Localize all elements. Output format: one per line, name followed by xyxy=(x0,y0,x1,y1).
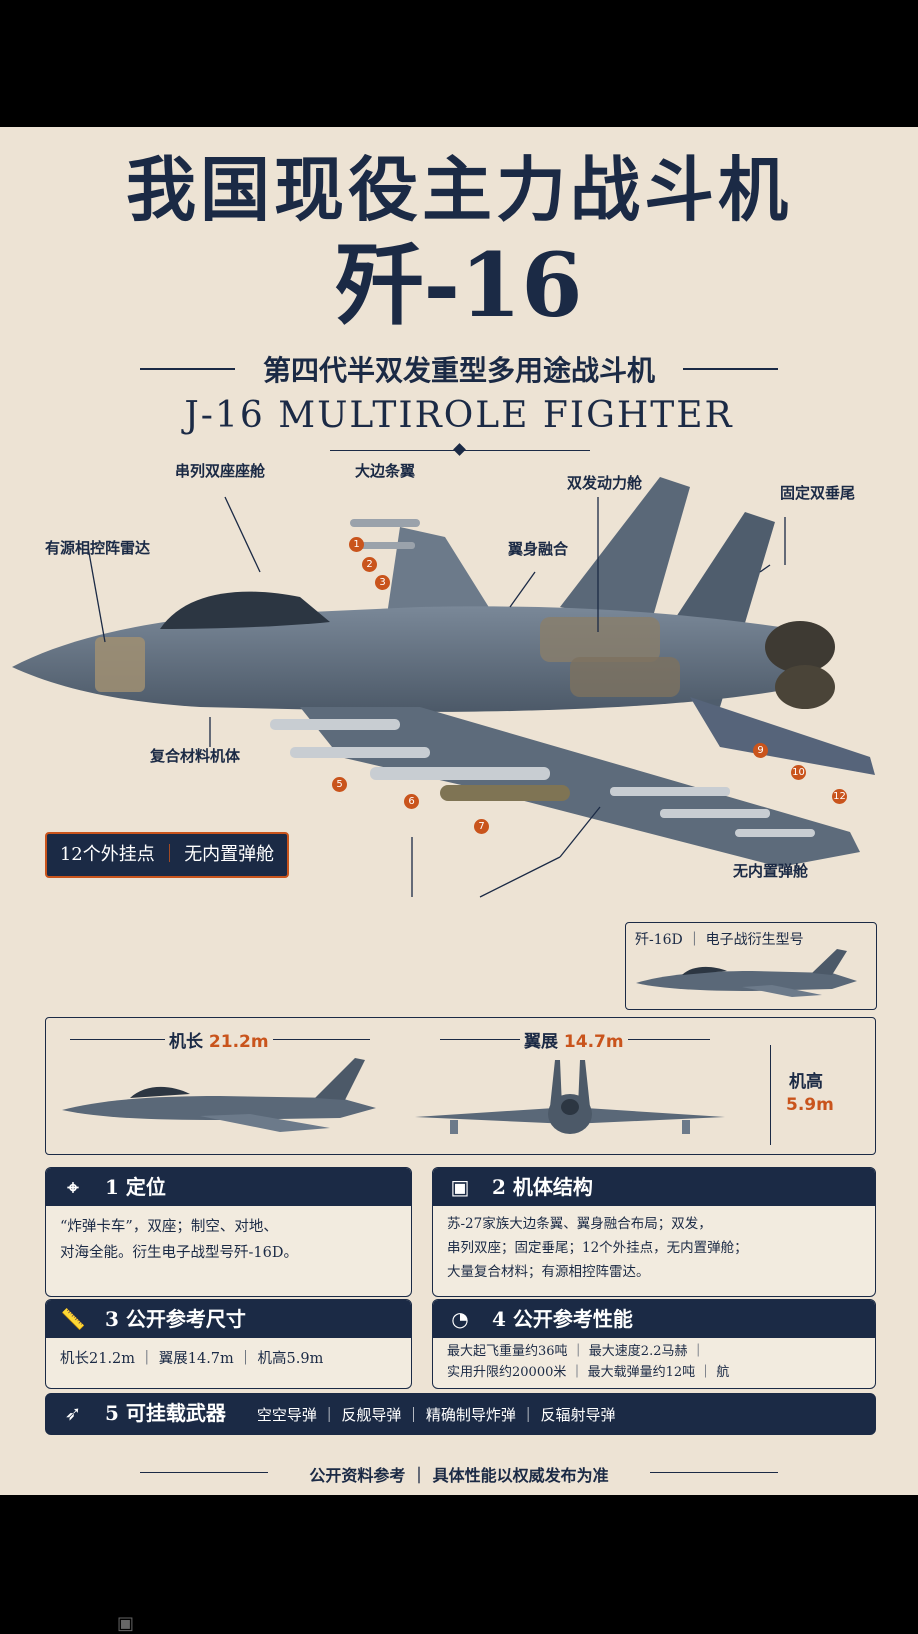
front-view-silhouette xyxy=(415,1060,725,1134)
length-label: 机长 xyxy=(169,1032,203,1052)
panel-title: 机体结构 xyxy=(512,1175,593,1199)
vertical-tail xyxy=(560,477,690,627)
panel-title: 可挂载武器 xyxy=(125,1401,226,1425)
panel-line: 实用升限约20000米 ｜ 最大载弹量约12吨 ｜ 航 xyxy=(447,1365,730,1380)
span-label: 翼展 xyxy=(524,1032,558,1052)
hardpoints-badge: 12个外挂点 ｜ 无内置弹舱 xyxy=(45,832,289,878)
panel-header: ▣ 2 机体结构 xyxy=(433,1168,875,1206)
divider xyxy=(140,368,235,370)
divider xyxy=(650,1472,778,1473)
panel-airframe: ▣ 2 机体结构 苏-27家族大边条翼、翼身融合布局；双发， 串列双座；固定垂尾… xyxy=(432,1167,876,1297)
hardpoint-number: 2 xyxy=(362,557,377,572)
height-label: 机高 xyxy=(785,1067,827,1092)
aircraft-name: 歼-16 xyxy=(335,233,583,337)
image-icon: ▣ xyxy=(117,1613,135,1634)
variant-box xyxy=(625,922,877,1010)
divider xyxy=(683,368,778,370)
height-value: 5.9m xyxy=(782,1095,838,1115)
length-value: 21.2m xyxy=(208,1032,269,1052)
panel-performance: ◔ 4 公开参考性能 最大起飞重量约36吨 ｜ 最大速度2.2马赫 ｜ 实用升限… xyxy=(432,1299,876,1389)
panel-number: 1 xyxy=(104,1175,119,1199)
length-dimension: 机长 21.2m xyxy=(165,1027,273,1052)
panel-line: 对海全能。衍生电子战型号歼-16D。 xyxy=(60,1245,298,1261)
callout-blended-body: 翼身融合 xyxy=(508,540,569,558)
j16-illustration xyxy=(12,477,875,898)
side-view-silhouette xyxy=(62,1058,376,1132)
weapons-list: 空空导弹 ｜ 反舰导弹 ｜ 精确制导炸弹 ｜ 反辐射导弹 xyxy=(256,1406,616,1424)
missile-icon: ➶ xyxy=(64,1401,82,1425)
badge-hardpoints: 12个外挂点 xyxy=(59,844,155,865)
callout-tandem-cockpit: 串列双座座舱 xyxy=(175,462,266,480)
callout-strake: 大边条翼 xyxy=(355,462,416,480)
hardpoint-number: 5 xyxy=(332,777,347,792)
height-dimension-line xyxy=(770,1045,771,1145)
panel-header: ➶ 5 可挂载武器 空空导弹 ｜ 反舰导弹 ｜ 精确制导炸弹 ｜ 反辐射导弹 xyxy=(46,1394,875,1432)
panel-number: 5 xyxy=(104,1401,119,1425)
panel-line: 最大起飞重量约36吨 ｜ 最大速度2.2马赫 ｜ xyxy=(447,1344,705,1359)
hardpoint-number: 1 xyxy=(349,537,364,552)
panel-line: 苏-27家族大边条翼、翼身融合布局；双发， xyxy=(447,1216,712,1232)
hardpoint-number: 3 xyxy=(375,575,390,590)
hardpoint-number: 12 xyxy=(832,789,847,804)
main-title: 我国现役主力战斗机 xyxy=(126,148,792,231)
callout-twin-engine: 双发动力舱 xyxy=(567,474,643,492)
span-value: 14.7m xyxy=(563,1032,624,1052)
panel-weapons: ➶ 5 可挂载武器 空空导弹 ｜ 反舰导弹 ｜ 精确制导炸弹 ｜ 反辐射导弹 xyxy=(45,1393,876,1435)
gauge-icon: ◔ xyxy=(451,1307,469,1331)
panel-line: 机长21.2m ｜ 翼展14.7m ｜ 机高5.9m xyxy=(60,1351,324,1367)
dimensions-box xyxy=(45,1017,876,1155)
panel-text: “炸弹卡车”，双座；制空、对地、 对海全能。衍生电子战型号歼-16D。 xyxy=(46,1206,411,1274)
panel-number: 4 xyxy=(491,1307,506,1331)
panel-text: 机长21.2m ｜ 翼展14.7m ｜ 机高5.9m xyxy=(46,1338,411,1380)
airframe-icon: ▣ xyxy=(450,1175,470,1199)
callout-no-internal-bay: 无内置弹舱 xyxy=(733,862,809,880)
callout-twin-tail: 固定双垂尾 xyxy=(780,484,856,502)
footer-note: 公开资料参考 ｜ 具体性能以权威发布为准 xyxy=(309,1466,609,1485)
panel-number: 2 xyxy=(491,1175,506,1199)
span-dimension: 翼展 14.7m xyxy=(520,1027,628,1052)
callout-aesa-radar: 有源相控阵雷达 xyxy=(45,539,151,557)
panel-text: 苏-27家族大边条翼、翼身融合布局；双发， 串列双座；固定垂尾；12个外挂点，无… xyxy=(433,1206,875,1292)
hardpoint-number: 7 xyxy=(474,819,489,834)
panel-positioning: ⌖ 1 定位 “炸弹卡车”，双座；制空、对地、 对海全能。衍生电子战型号歼-16… xyxy=(45,1167,412,1297)
panel-title: 定位 xyxy=(125,1175,166,1199)
callout-composite: 复合材料机体 xyxy=(150,747,241,765)
j16d-silhouette xyxy=(636,949,857,997)
hardpoint-number: 6 xyxy=(404,794,419,809)
panel-text: 最大起飞重量约36吨 ｜ 最大速度2.2马赫 ｜ 实用升限约20000米 ｜ 最… xyxy=(433,1338,875,1388)
panel-title: 公开参考性能 xyxy=(512,1307,633,1331)
ruler-icon: 📏 xyxy=(60,1307,86,1331)
panel-dimensions: 📏 3 公开参考尺寸 机长21.2m ｜ 翼展14.7m ｜ 机高5.9m xyxy=(45,1299,412,1389)
hardpoint-number: 10 xyxy=(791,765,806,780)
panel-title: 公开参考尺寸 xyxy=(125,1307,246,1331)
panel-header: ⌖ 1 定位 xyxy=(46,1168,411,1206)
badge-no-bay: 无内置弹舱 xyxy=(184,844,275,865)
hardpoint-number: 9 xyxy=(753,743,768,758)
crosshair-icon: ⌖ xyxy=(67,1175,79,1199)
diamond-ornament-icon xyxy=(453,443,466,456)
panel-line: 大量复合材料；有源相控阵雷达。 xyxy=(447,1264,650,1280)
panel-header: ◔ 4 公开参考性能 xyxy=(433,1300,875,1338)
panel-line: 串列双座；固定垂尾；12个外挂点，无内置弹舱； xyxy=(447,1240,748,1256)
variant-label: 歼-16D ｜ 电子战衍生型号 xyxy=(635,932,804,948)
poster: 我国现役主力战斗机 歼-16 第四代半双发重型多用途战斗机 J-16 MULTI… xyxy=(0,127,918,1495)
divider xyxy=(140,1472,268,1473)
panel-line: “炸弹卡车”，双座；制空、对地、 xyxy=(60,1219,278,1235)
panel-number: 3 xyxy=(104,1307,119,1331)
subtitle: 第四代半双发重型多用途战斗机 xyxy=(262,354,655,387)
english-title: J-16 MULTIROLE FIGHTER xyxy=(184,395,734,436)
panel-header: 📏 3 公开参考尺寸 xyxy=(46,1300,411,1338)
